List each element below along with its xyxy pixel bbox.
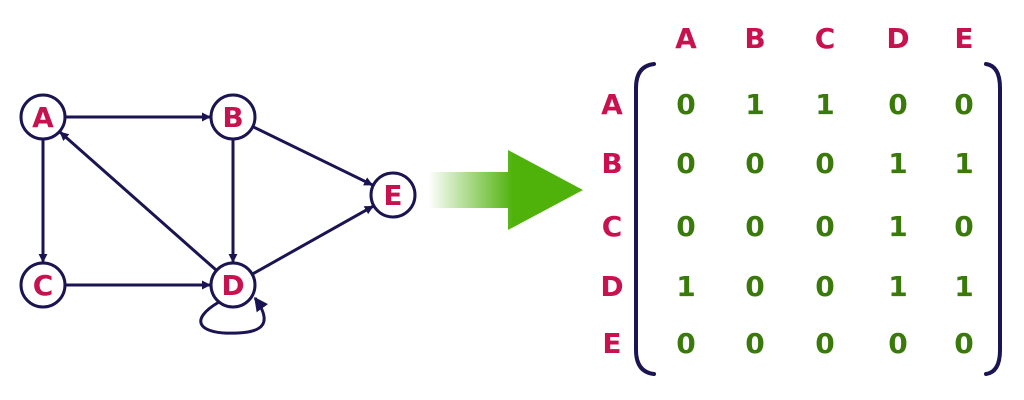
matrix-col-header: D xyxy=(886,22,909,55)
matrix-row-header: D xyxy=(600,270,623,303)
matrix-cell: 0 xyxy=(954,210,973,243)
matrix-cell: 0 xyxy=(815,210,834,243)
matrix-cell: 0 xyxy=(676,327,695,360)
node-circle xyxy=(19,93,67,141)
edge-B-E xyxy=(252,125,374,187)
left-bracket xyxy=(634,62,656,376)
node-circle xyxy=(209,93,257,141)
graph-nodes: A B C D E xyxy=(19,93,417,309)
matrix-cell: 1 xyxy=(954,270,973,303)
node-label: B xyxy=(222,101,243,134)
matrix-row-header: B xyxy=(601,147,622,180)
matrix-cell: 0 xyxy=(745,210,764,243)
right-bracket xyxy=(984,62,1002,376)
node-E: E xyxy=(369,171,417,219)
matrix-cell: 0 xyxy=(745,327,764,360)
edge-D-A xyxy=(59,131,218,272)
matrix-cell: 0 xyxy=(954,327,973,360)
matrix-cell: 1 xyxy=(888,210,907,243)
node-A: A xyxy=(19,93,67,141)
matrix-cell: 0 xyxy=(815,327,834,360)
matrix-col-header: C xyxy=(815,22,836,55)
matrix-col-header: B xyxy=(744,22,765,55)
node-circle xyxy=(209,261,257,309)
matrix-cell: 0 xyxy=(745,270,764,303)
node-circle xyxy=(369,171,417,219)
matrix-cell: 0 xyxy=(676,147,695,180)
matrix-cell: 0 xyxy=(676,88,695,121)
matrix-cell: 0 xyxy=(815,270,834,303)
matrix-col-header: A xyxy=(675,22,697,55)
matrix-cell: 0 xyxy=(888,88,907,121)
edge-D-E xyxy=(251,204,374,276)
matrix-cell: 1 xyxy=(815,88,834,121)
matrix-row-header: E xyxy=(602,327,621,360)
node-B: B xyxy=(209,93,257,141)
node-circle xyxy=(19,261,67,309)
node-label: C xyxy=(33,269,54,302)
matrix-cell: 1 xyxy=(888,270,907,303)
edge-D-D-self-loop xyxy=(199,296,269,335)
node-label: D xyxy=(221,269,244,302)
matrix-cell: 1 xyxy=(888,147,907,180)
node-D: D xyxy=(209,261,257,309)
matrix-cell: 1 xyxy=(954,147,973,180)
matrix-cell: 1 xyxy=(676,270,695,303)
matrix-row-header: A xyxy=(601,88,623,121)
matrix-col-header: E xyxy=(954,22,973,55)
node-C: C xyxy=(19,261,67,309)
matrix-cell: 1 xyxy=(745,88,764,121)
matrix-cell: 0 xyxy=(954,88,973,121)
matrix-cell: 0 xyxy=(745,147,764,180)
node-label: A xyxy=(32,101,54,134)
graph-edges xyxy=(38,112,374,335)
matrix-row-header: C xyxy=(602,210,623,243)
right-arrow-icon xyxy=(428,150,583,230)
matrix-cell: 0 xyxy=(888,327,907,360)
matrix-cell: 0 xyxy=(815,147,834,180)
matrix-cell: 0 xyxy=(676,210,695,243)
node-label: E xyxy=(383,179,402,212)
